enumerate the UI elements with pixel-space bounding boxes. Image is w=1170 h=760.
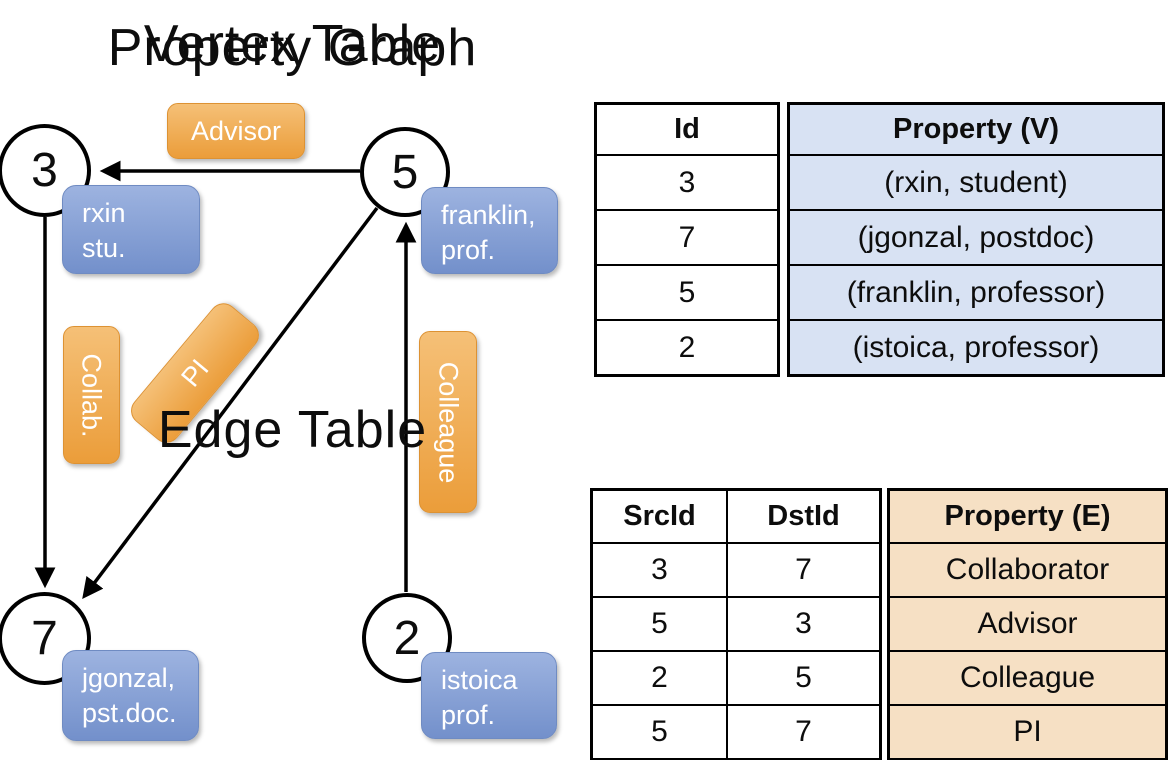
vertex-property-column: Property (V) (rxin, student) (jgonzal, p…: [787, 102, 1165, 377]
vertex-property-box-jgonzal: jgonzal, pst.doc.: [62, 650, 199, 741]
node-7-id: 7: [31, 612, 58, 665]
graph-edges-canvas: [34, 160, 417, 600]
graph-node-2: 2: [362, 593, 452, 683]
edge-property-cell: Collaborator: [890, 544, 1165, 596]
edge-src-cell: 5: [651, 607, 668, 640]
pbox-franklin-line1: franklin,: [441, 200, 536, 230]
property-graph-title: Property Graph: [107, 19, 478, 77]
vertex-table: Id 3 7 5 2 Property (V) (rxin, student) …: [594, 102, 1165, 377]
vertex-id-header: Id: [674, 113, 700, 145]
edge-table: SrcId DstId 3 7 5 3 2 5 5 7 Property (E)…: [590, 488, 1168, 760]
edge-property-column: Property (E) Collaborator Advisor Collea…: [887, 488, 1168, 760]
edge-dst-cell: 5: [726, 652, 879, 704]
vertex-property-cell: (rxin, student): [790, 156, 1162, 209]
vertex-id-cell: 5: [678, 275, 696, 309]
vertex-property-cell: (franklin, professor): [790, 266, 1162, 319]
pbox-franklin-line2: prof.: [441, 235, 496, 266]
vertex-property-box-rxin: rxin stu.: [62, 185, 200, 274]
edge-dst-cell: 7: [726, 544, 879, 596]
pbox-istoica-line1: istoica: [441, 665, 518, 695]
node-2-id: 2: [393, 611, 421, 665]
edge-label-advisor-text: Advisor: [190, 115, 282, 146]
vertex-id-column: Id 3 7 5 2: [594, 102, 780, 377]
vertex-property-cell: (istoica, professor): [790, 321, 1162, 374]
graph-node-5: 5: [360, 127, 450, 217]
vertex-property-box-franklin: franklin, prof.: [421, 187, 558, 274]
node-5-id: 5: [391, 145, 419, 199]
pbox-jgonzal-line2: pst.doc.: [82, 698, 177, 729]
edge-src-cell: 5: [651, 715, 668, 748]
edge-label-colleague: Colleague: [419, 331, 477, 513]
pbox-rxin-line2: stu.: [82, 233, 126, 264]
edge-property-cell: Colleague: [890, 652, 1165, 704]
vertex-id-cell: 7: [678, 220, 696, 254]
vertex-property-cell: (jgonzal, postdoc): [790, 211, 1162, 264]
edge-src-dst-columns: SrcId DstId 3 7 5 3 2 5 5 7: [590, 488, 882, 760]
node-3-id: 3: [31, 144, 58, 197]
pbox-istoica-line2: prof.: [441, 700, 496, 731]
pbox-jgonzal-line1: jgonzal,: [82, 663, 176, 693]
vertex-table-title: Vertex Table: [143, 15, 442, 73]
edge-5-to-7-pi: [82, 206, 379, 600]
edge-dst-cell: 3: [726, 598, 879, 650]
vertex-id-cell: 3: [678, 165, 696, 199]
edge-property-cell: Advisor: [890, 598, 1165, 650]
edge-property-cell: PI: [890, 706, 1165, 758]
edge-dst-header: DstId: [726, 491, 879, 542]
edge-label-advisor: Advisor: [167, 103, 305, 159]
edge-table-title: Edge Table: [157, 401, 428, 459]
edge-label-pi-text: PI: [174, 353, 215, 393]
vertex-property-box-istoica: istoica prof.: [421, 652, 557, 739]
edge-src-cell: 3: [651, 553, 668, 586]
edge-src-header: SrcId: [623, 500, 696, 532]
vertex-property-header: Property (V): [790, 105, 1162, 154]
pbox-rxin-line1: rxin: [82, 198, 126, 228]
edge-src-cell: 2: [651, 661, 668, 694]
vertex-id-cell: 2: [678, 330, 696, 364]
edge-property-header: Property (E): [890, 491, 1165, 542]
edge-dst-cell: 7: [726, 706, 879, 758]
edge-label-collaborator: Collab.: [63, 326, 120, 464]
